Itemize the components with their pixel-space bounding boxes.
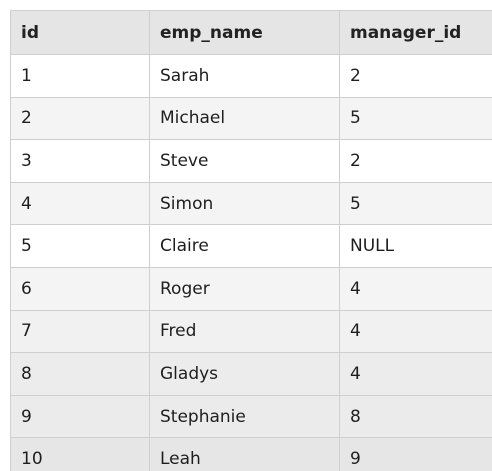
table-row: 2 Michael 5 [10,96,492,141]
cell-emp-name: Sarah [149,54,340,98]
cell-id: 10 [10,437,150,471]
cell-id: 4 [10,181,150,226]
cell-id: 3 [10,139,150,183]
table-container: id emp_name manager_id 1 Sarah 2 2 Micha… [10,10,492,471]
cell-emp-name: Stephanie [149,394,340,439]
cell-id: 9 [10,394,150,439]
table-row: 10 Leah 9 [10,437,492,471]
cell-emp-name: Simon [149,181,340,226]
cell-manager-id: 8 [339,394,492,439]
table-row: 8 Gladys 4 [10,352,492,396]
table-row: 4 Simon 5 [10,181,492,226]
employee-table: id emp_name manager_id 1 Sarah 2 2 Micha… [10,10,492,471]
cell-manager-id: NULL [339,224,492,268]
cell-id: 6 [10,266,150,311]
table-row: 9 Stephanie 8 [10,394,492,439]
cell-manager-id: 5 [339,181,492,226]
table-row: 1 Sarah 2 [10,54,492,98]
cell-manager-id: 2 [339,139,492,183]
cell-emp-name: Michael [149,96,340,141]
cell-emp-name: Claire [149,224,340,268]
table-row: 3 Steve 2 [10,139,492,183]
cell-id: 5 [10,224,150,268]
cell-emp-name: Fred [149,309,340,354]
cell-emp-name: Leah [149,437,340,471]
table-header: id emp_name manager_id [10,10,492,55]
cell-manager-id: 4 [339,266,492,311]
table-row: 6 Roger 4 [10,266,492,311]
cell-emp-name: Roger [149,266,340,311]
cell-emp-name: Steve [149,139,340,183]
cell-manager-id: 4 [339,352,492,396]
cell-manager-id: 2 [339,54,492,98]
cell-emp-name: Gladys [149,352,340,396]
cell-id: 2 [10,96,150,141]
table-row: 7 Fred 4 [10,309,492,354]
cell-manager-id: 5 [339,96,492,141]
header-emp-name: emp_name [149,10,340,55]
cell-manager-id: 9 [339,437,492,471]
cell-id: 7 [10,309,150,354]
table-body: 1 Sarah 2 2 Michael 5 3 Steve 2 4 Simon … [10,54,492,471]
cell-manager-id: 4 [339,309,492,354]
cell-id: 1 [10,54,150,98]
table-row: 5 Claire NULL [10,224,492,268]
header-manager-id: manager_id [339,10,492,55]
header-row: id emp_name manager_id [10,10,492,55]
cell-id: 8 [10,352,150,396]
header-id: id [10,10,150,55]
